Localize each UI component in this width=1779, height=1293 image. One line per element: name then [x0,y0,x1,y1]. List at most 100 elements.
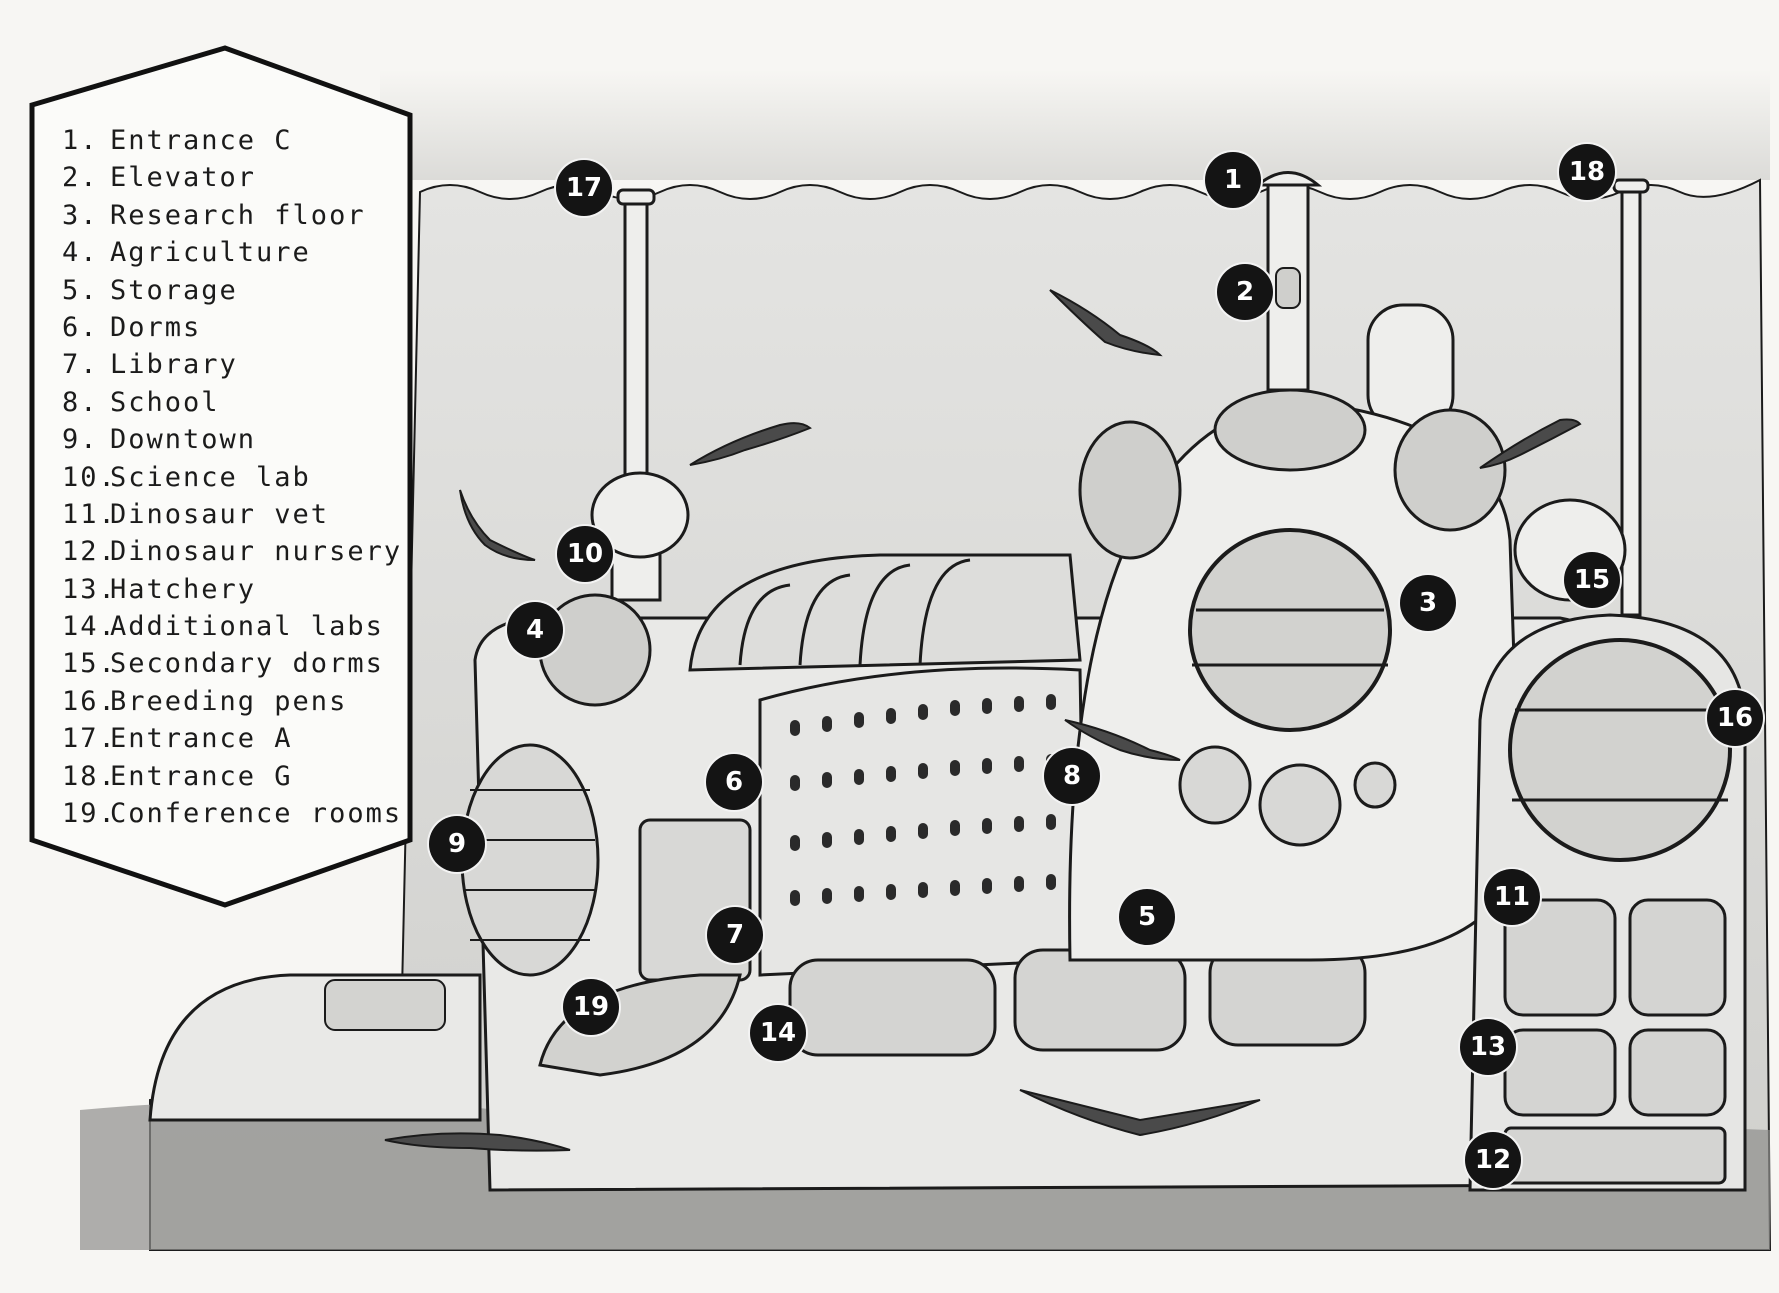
marker-school: 8 [1044,748,1100,804]
porthole-3 [1353,761,1397,809]
marker-secondary-dorms: 15 [1564,552,1620,608]
legend-panel [29,45,413,908]
legend-item-label: School [110,386,220,418]
hatchery-room-1 [1503,1028,1617,1117]
legend-item: 13.Hatchery [62,571,402,608]
porthole-1 [1178,745,1252,825]
legend-item: 14.Additional labs [62,608,402,645]
legend-item-label: Research floor [110,199,366,231]
legend-item: 11.Dinosaur vet [62,496,402,533]
marker-library: 7 [707,907,763,963]
legend-item-number: 7. [62,349,99,381]
dorm-school-block [758,666,1087,977]
legend-item-label: Dorms [110,311,202,343]
marker-storage: 5 [1119,889,1175,945]
legend-item-label: Agriculture [110,237,311,269]
lab-pod-1 [788,958,997,1057]
legend-item: 18.Entrance G [62,758,402,795]
porthole-2 [1258,763,1342,847]
roof-window-center [1213,388,1367,472]
roof-window-right [1393,408,1507,532]
legend-item-number: 2. [62,162,99,194]
marker-agriculture: 4 [507,602,563,658]
marine-reptiles [384,289,1582,1152]
legend-item-number: 15. [62,648,117,680]
legend-item: 5. Storage [62,272,402,309]
legend-item-label: Entrance C [110,125,293,156]
marker-dorms: 6 [706,754,762,810]
legend-item: 7. Library [62,346,402,383]
entrance-c-cap [1253,171,1323,187]
legend-item-label: Science lab [110,461,311,493]
legend-item: 19.Conference rooms [62,795,402,832]
legend-item-number: 9. [62,424,99,456]
legend-item-number: 13. [62,573,117,605]
breeding-pens-window [1508,638,1732,862]
legend-item-label: Breeding pens [110,685,348,717]
legend-item-label: Secondary dorms [110,648,384,680]
legend-item-label: Conference rooms [110,798,403,830]
elevator-car [1275,267,1301,309]
glass-corridor [688,553,1082,672]
legend-item: 8. School [62,384,402,421]
marker-dinosaur-vet: 11 [1484,869,1540,925]
marker-additional-labs: 14 [750,1005,806,1061]
legend-item-number: 6. [62,311,99,343]
marker-entrance-g: 18 [1559,144,1615,200]
legend-item-number: 11. [62,498,117,530]
sky-shading [380,70,1770,180]
legend-item-label: Library [110,349,238,381]
legend-item: 6. Dorms [62,309,402,346]
legend-item-label: Entrance A [110,723,293,755]
marker-research-floor: 3 [1400,575,1456,631]
legend-item-label: Hatchery [110,573,257,605]
marker-downtown: 9 [429,816,485,872]
marker-breeding-pens: 16 [1707,690,1763,746]
legend-item-label: Dinosaur vet [110,498,330,530]
hatchery-room-2 [1628,1028,1727,1117]
entrance-a-cap [616,188,656,206]
legend-item: 2. Elevator [62,159,402,196]
legend-item-number: 8. [62,386,99,418]
legend-item: 16.Breeding pens [62,683,402,720]
vet-room-1 [1503,898,1617,1017]
legend-item-number: 18. [62,760,117,792]
legend-item-number: 1. [62,125,99,156]
marker-entrance-a: 17 [556,160,612,216]
legend-item: 15.Secondary dorms [62,645,402,682]
legend-item-label: Dinosaur nursery [110,536,403,568]
legend-item: 10.Science lab [62,459,402,496]
research-floor-window [1188,528,1392,732]
marker-hatchery: 13 [1460,1019,1516,1075]
legend-item-label: Downtown [110,424,257,456]
legend-item-label: Additional labs [110,611,384,643]
legend-item-number: 12. [62,536,117,568]
nursery-row [1503,1126,1727,1185]
marker-entrance-c: 1 [1205,152,1261,208]
legend-item-number: 14. [62,611,117,643]
science-lab-dome [590,471,690,559]
legend-item-number: 16. [62,685,117,717]
marker-elevator: 2 [1217,264,1273,320]
marker-dinosaur-nursery: 12 [1465,1132,1521,1188]
legend-item: 4. Agriculture [62,234,402,271]
legend-item-number: 17. [62,723,117,755]
legend-item-number: 19. [62,798,117,830]
roof-window-left [1078,420,1182,560]
legend-item-label: Elevator [110,162,257,194]
legend-item-number: 3. [62,199,99,231]
legend-item: 1. Entrance C [62,122,402,159]
legend-item-label: Entrance G [110,760,293,792]
marker-conference-rooms: 19 [563,979,619,1035]
legend-item-number: 4. [62,237,99,269]
marker-science-lab: 10 [557,526,613,582]
lab-pod-2 [1013,948,1187,1052]
legend-item-label: Storage [110,274,238,306]
legend-item: 3. Research floor [62,197,402,234]
entrance-g-cap [1612,178,1650,194]
legend-item-number: 10. [62,461,117,493]
legend-item: 9. Downtown [62,421,402,458]
legend-item-number: 5. [62,274,99,306]
legend-item: 17.Entrance A [62,720,402,757]
legend-list: 1. Entrance C 2. Elevator 3. Research floor… [62,122,402,832]
